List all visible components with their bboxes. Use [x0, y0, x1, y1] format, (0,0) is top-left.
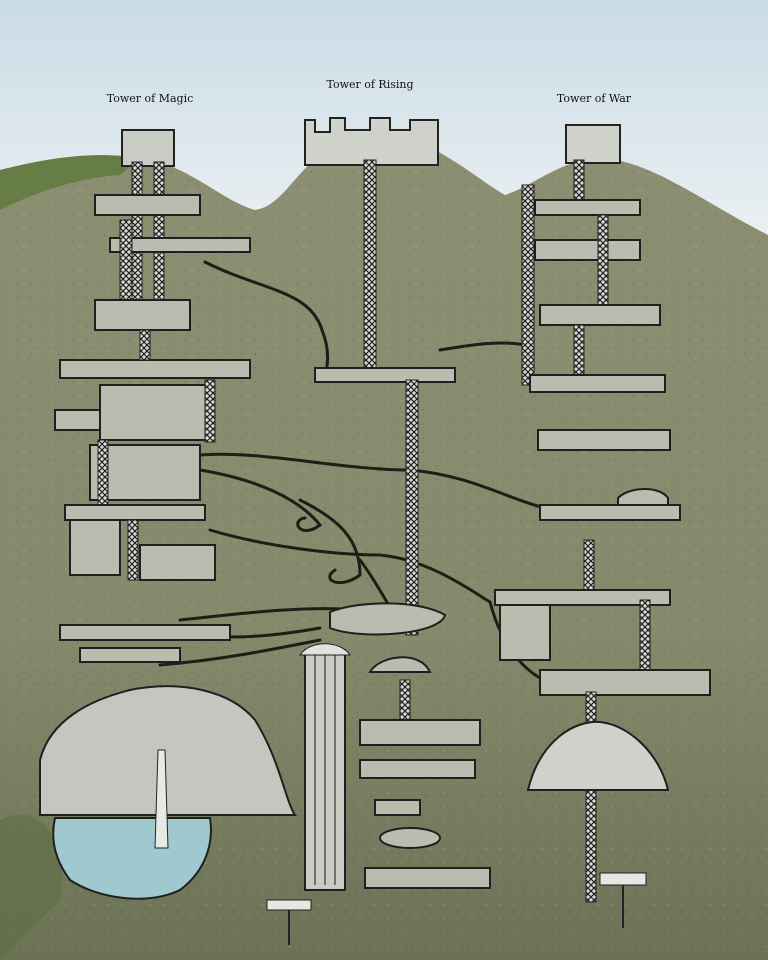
waterfall — [299, 643, 351, 891]
tower-of-war — [494, 124, 711, 903]
tower-of-magic-label: Tower of Magic — [106, 92, 194, 105]
tower-of-war-label: Tower of War — [556, 92, 632, 105]
cavern-dome-right — [526, 720, 670, 791]
tower-center — [304, 117, 456, 636]
left-cavern — [39, 685, 297, 900]
underground-lake — [52, 817, 212, 900]
tower-center-label: Tower of Rising — [326, 78, 414, 91]
tower-of-magic — [54, 129, 251, 581]
signposts — [266, 872, 647, 945]
central-lower-rooms — [359, 656, 491, 889]
grass-patch-left — [0, 155, 140, 210]
left-corridor-complex — [59, 624, 231, 663]
grass-patch-lower — [0, 814, 62, 960]
